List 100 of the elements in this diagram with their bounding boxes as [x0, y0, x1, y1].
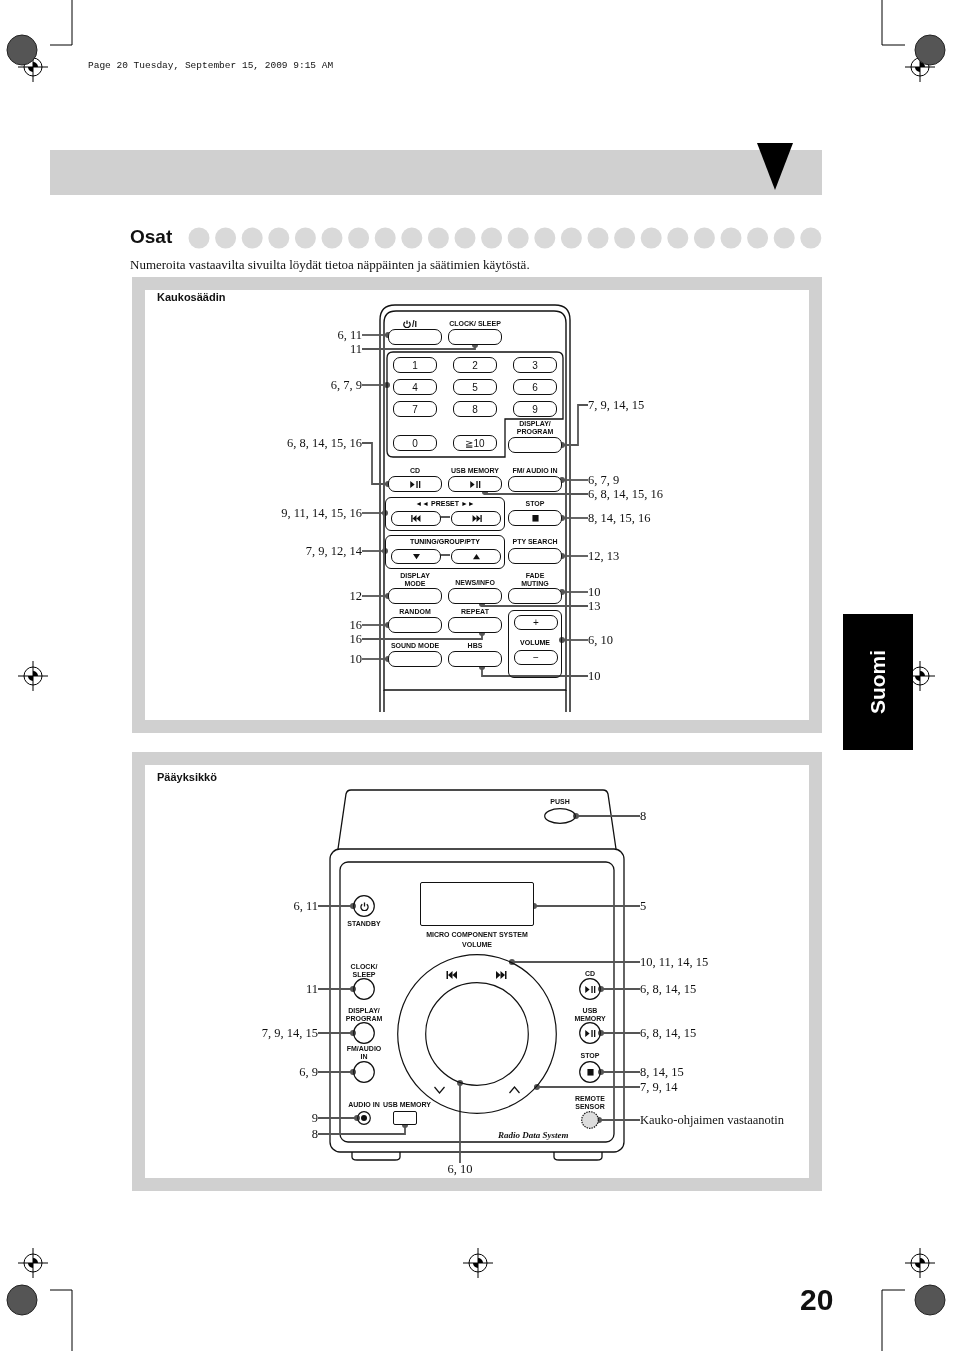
volume-knob	[397, 954, 557, 1114]
key-group	[508, 610, 562, 678]
leader-line	[559, 637, 589, 643]
number-key: 2	[453, 357, 497, 373]
eject-button	[544, 808, 576, 824]
leader-line	[361, 548, 388, 554]
callout-number: 6, 10	[588, 633, 613, 647]
number-key: ≧10	[453, 435, 497, 451]
leader-line	[361, 382, 390, 388]
callout-number: 10	[588, 669, 601, 683]
remote-key	[448, 617, 502, 633]
leader-line	[317, 1122, 408, 1135]
leader-line	[317, 1030, 356, 1036]
key-group	[387, 352, 563, 457]
number-key: 0	[393, 435, 437, 451]
number-key: 8	[453, 401, 497, 417]
key-group	[385, 497, 505, 531]
callout-number: 8, 14, 15	[640, 1065, 684, 1079]
number-key: 6	[513, 379, 557, 395]
remote-key	[448, 651, 502, 667]
callout-number: 6, 7, 9	[330, 378, 362, 392]
front-button	[353, 1022, 375, 1044]
remote-key	[388, 651, 442, 667]
callout-number: 10	[588, 585, 601, 599]
radio-data-system-mark: Radio Data System	[498, 1130, 569, 1140]
number-key: +	[514, 615, 558, 630]
leader-line	[479, 664, 589, 677]
callout-number: 10, 11, 14, 15	[640, 955, 709, 969]
leader-line	[596, 1117, 641, 1123]
display-window	[420, 882, 534, 926]
leader-line	[533, 1084, 641, 1090]
callout-number: 9	[311, 1111, 318, 1125]
jog-dial	[425, 982, 529, 1086]
intro-text: Numeroita vastaavilta sivuilta löydät tietoa näppäinten ja säätimien käytöstä.	[130, 257, 530, 273]
callout-number: 7, 9, 14, 15	[261, 1026, 318, 1040]
number-key: 4	[393, 379, 437, 395]
sensor-window	[581, 1111, 599, 1129]
leader-line	[317, 1115, 360, 1121]
usb-port	[393, 1111, 417, 1125]
leader-line	[317, 903, 356, 909]
callout-number: 8	[640, 809, 647, 823]
leader-line	[479, 601, 589, 607]
key-label: /I	[412, 319, 418, 329]
number-key: 5	[453, 379, 497, 395]
leader-line	[573, 813, 641, 819]
leader-line	[482, 489, 589, 495]
callout-number: 8	[311, 1127, 318, 1141]
leader-line	[361, 630, 485, 640]
remote-key	[448, 476, 502, 492]
front-button	[353, 978, 375, 1000]
leader-line	[531, 903, 641, 909]
callout-number: 13	[588, 599, 601, 613]
callout-number: 6, 8, 14, 15	[640, 982, 697, 996]
callout-number: 7, 9, 14	[640, 1080, 678, 1094]
leader-line	[559, 404, 589, 448]
callout-number: 6, 11	[337, 328, 362, 342]
leader-line	[361, 442, 391, 487]
leader-line	[361, 622, 391, 628]
remote-key	[451, 549, 501, 564]
front-button	[353, 1061, 375, 1083]
remote-key	[388, 617, 442, 633]
callout-number: 6, 10	[440, 1163, 480, 1176]
leader-line	[361, 342, 478, 350]
number-key: 3	[513, 357, 557, 373]
page-number: 20	[800, 1284, 834, 1316]
number-key: 1	[393, 357, 437, 373]
remote-key	[391, 511, 441, 526]
remote-key	[388, 329, 442, 345]
leader-line	[361, 656, 391, 662]
leader-line	[508, 959, 641, 965]
remote-key	[388, 588, 442, 604]
callout-number: 6, 9	[299, 1065, 318, 1079]
leader-line	[457, 1080, 463, 1164]
callout-label: Kauko-ohjaimen vastaanotin	[640, 1113, 785, 1127]
standby-button	[353, 895, 375, 917]
callout-number: 11	[349, 342, 362, 356]
callout-number: 9, 11, 14, 15, 16	[281, 506, 362, 520]
panel-heading: Kaukosäädin	[157, 291, 226, 303]
callout-number: 16	[349, 632, 362, 646]
callout-number: 12	[349, 589, 362, 603]
callout-number: 16	[349, 618, 362, 632]
remote-key	[508, 437, 562, 453]
remote-key	[388, 476, 442, 492]
print-slug: Page 20 Tuesday, September 15, 2009 9:15 AM	[88, 60, 334, 71]
front-button	[579, 1022, 601, 1044]
remote-key	[508, 548, 562, 564]
key-group	[385, 535, 505, 569]
leader-line	[317, 986, 356, 992]
leader-line	[559, 589, 589, 595]
remote-key	[508, 476, 562, 492]
callout-number: 11	[305, 982, 318, 996]
leader-line	[361, 593, 391, 599]
callout-number: 6, 11	[293, 899, 318, 913]
language-tab-label: Suomi	[866, 649, 890, 715]
callout-number: 5	[640, 899, 647, 913]
callout-number: 6, 8, 14, 15, 16	[287, 436, 362, 450]
panel-heading: Pääyksikkö	[157, 771, 217, 783]
callout-number: 6, 8, 14, 15, 16	[588, 487, 663, 501]
front-button	[579, 978, 601, 1000]
leader-line	[598, 986, 641, 992]
